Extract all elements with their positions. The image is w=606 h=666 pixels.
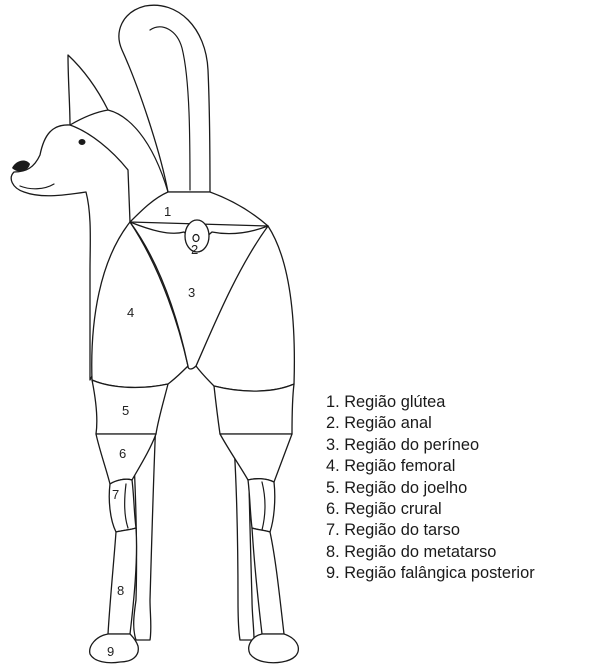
legend-item-1: 1. Região glútea: [326, 392, 535, 413]
legend-item-9: 9. Região falângica posterior: [326, 563, 535, 584]
right-tarsus-region: [248, 479, 275, 532]
legend-item-6: 6. Região crural: [326, 499, 535, 520]
legend-item-5: 5. Região do joelho: [326, 478, 535, 499]
legend-item-8: 8. Região do metatarso: [326, 542, 535, 563]
eye-icon: [79, 139, 86, 145]
region-number-4: 4: [127, 305, 134, 320]
region-number-6: 6: [119, 446, 126, 461]
tail-outline: [119, 5, 210, 192]
legend: 1. Região glútea 2. Região anal 3. Regiã…: [326, 392, 535, 585]
region-number-1: 1: [164, 204, 171, 219]
right-crus-region: [220, 434, 292, 482]
region-number-8: 8: [117, 583, 124, 598]
region-number-2: 2: [191, 242, 198, 257]
right-knee-region: [214, 384, 294, 434]
legend-item-3: 3. Região do períneo: [326, 435, 535, 456]
left-metatarsus-region: [108, 528, 137, 634]
right-paw-region: [249, 634, 299, 663]
legend-item-4: 4. Região femoral: [326, 456, 535, 477]
right-metatarsus-region: [252, 528, 284, 634]
region-number-5: 5: [122, 403, 129, 418]
region-number-9: 9: [107, 644, 114, 659]
legend-item-2: 2. Região anal: [326, 413, 535, 434]
region-number-7: 7: [112, 487, 119, 502]
left-knee-region: [92, 380, 168, 434]
region-number-3: 3: [188, 285, 195, 300]
legend-item-7: 7. Região do tarso: [326, 520, 535, 541]
ear-outline: [68, 55, 108, 125]
